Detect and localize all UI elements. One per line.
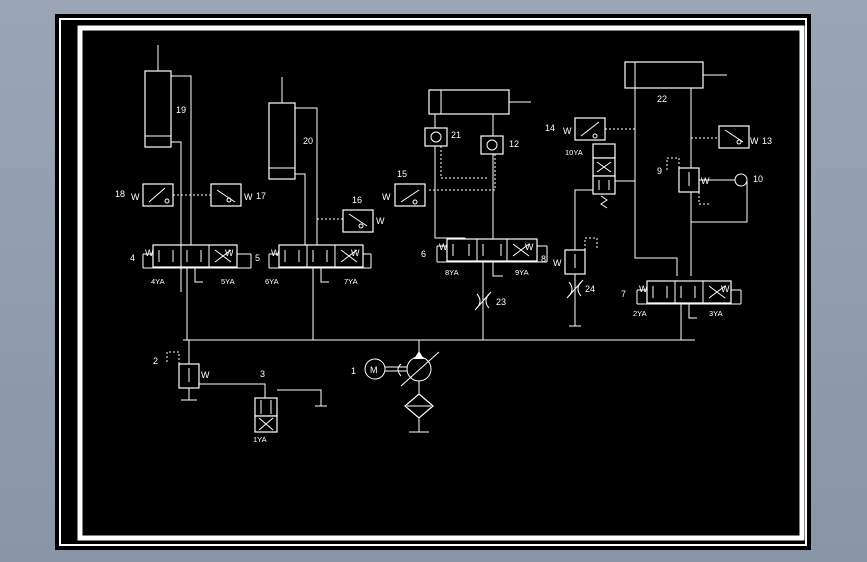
label-23: 23 (496, 297, 506, 307)
label-15: 15 (397, 169, 407, 179)
svg-text:W: W (244, 192, 253, 202)
throttle-23: 23 (474, 261, 506, 340)
svg-text:W: W (131, 192, 140, 202)
svg-text:W: W (201, 370, 210, 380)
svg-text:W: W (525, 242, 534, 252)
label-16: 16 (352, 195, 362, 205)
label-19: 19 (176, 105, 186, 115)
throttle-24: 24 (566, 274, 595, 327)
valve-7: W W 7 2YA 3YA (621, 280, 742, 319)
label-4ya: 4YA (151, 277, 165, 286)
label-10ya: 10YA (565, 148, 583, 157)
label-9: 9 (657, 166, 662, 176)
label-9ya: 9YA (515, 268, 529, 277)
switch-18: W 18 (115, 183, 174, 207)
label-12: 12 (509, 139, 519, 149)
valve-3: 3 1YA (253, 369, 327, 444)
svg-text:W: W (145, 248, 154, 258)
svg-text:W: W (721, 284, 730, 294)
label-10: 10 (753, 174, 763, 184)
switch-15: W 15 (382, 169, 426, 207)
label-7ya: 7YA (344, 277, 358, 286)
switch-13: W 13 (718, 125, 772, 149)
hydraulic-circuit-diagram: 19 20 W W 4 4YA 5YA W W 5 6YA 7YA (59, 18, 807, 546)
drawing-sheet: 19 20 W W 4 4YA 5YA W W 5 6YA 7YA (55, 14, 811, 550)
svg-text:W: W (639, 284, 648, 294)
outer-frame (59, 18, 807, 546)
svg-text:W: W (553, 258, 562, 268)
label-20: 20 (303, 136, 313, 146)
pump-unit-1: M 1 (351, 340, 440, 433)
pressure-valve-9: W 9 (657, 157, 710, 205)
relief-valve-2: W 2 (153, 340, 266, 401)
label-6: 6 (421, 249, 426, 259)
cylinder-19: 19 (144, 45, 192, 254)
switch-17: W 17 (210, 183, 266, 207)
label-1ya: 1YA (253, 435, 267, 444)
label-8ya: 8YA (445, 268, 459, 277)
pressure-valve-8: W 8 (541, 237, 598, 275)
svg-text:W: W (225, 248, 234, 258)
label-5: 5 (255, 253, 260, 263)
svg-text:W: W (271, 248, 280, 258)
label-2: 2 (153, 356, 158, 366)
svg-text:W: W (376, 216, 385, 226)
svg-text:W: W (701, 176, 710, 186)
valve-4: W W 4 4YA 5YA (130, 244, 252, 292)
svg-text:W: W (439, 242, 448, 252)
label-2ya: 2YA (633, 309, 647, 318)
label-14: 14 (545, 123, 555, 133)
label-24: 24 (585, 284, 595, 294)
check-valve-12: 12 (480, 135, 519, 155)
valve-5: W W 5 6YA 7YA (255, 244, 372, 286)
label-4: 4 (130, 253, 135, 263)
label-1: 1 (351, 366, 356, 376)
label-22: 22 (657, 94, 667, 104)
label-3ya: 3YA (709, 309, 723, 318)
label-3: 3 (260, 369, 265, 379)
label-17: 17 (256, 191, 266, 201)
label-18: 18 (115, 189, 125, 199)
label-7: 7 (621, 289, 626, 299)
cylinder-22: 22 (624, 61, 727, 104)
label-21: 21 (451, 130, 461, 140)
svg-text:W: W (750, 136, 759, 146)
svg-text:W: W (351, 248, 360, 258)
label-6ya: 6YA (265, 277, 279, 286)
check-valve-21: 21 (424, 127, 461, 147)
cylinder-top-center (428, 89, 531, 115)
cylinder-20: 20 (268, 77, 318, 254)
motor-icon (364, 358, 386, 380)
inner-frame (77, 25, 805, 541)
label-5ya: 5YA (221, 277, 235, 286)
valve-6: W W 6 8YA 9YA (421, 238, 548, 277)
gauge-10: 10 (734, 173, 763, 187)
switch-16: W 16 (342, 195, 385, 233)
label-13: 13 (762, 136, 772, 146)
svg-text:W: W (382, 192, 391, 202)
label-8: 8 (541, 254, 546, 264)
motor-symbol: M (370, 365, 378, 375)
svg-text:W: W (563, 126, 572, 136)
switch-14: W 14 (545, 117, 606, 141)
valve-11 (592, 143, 616, 209)
